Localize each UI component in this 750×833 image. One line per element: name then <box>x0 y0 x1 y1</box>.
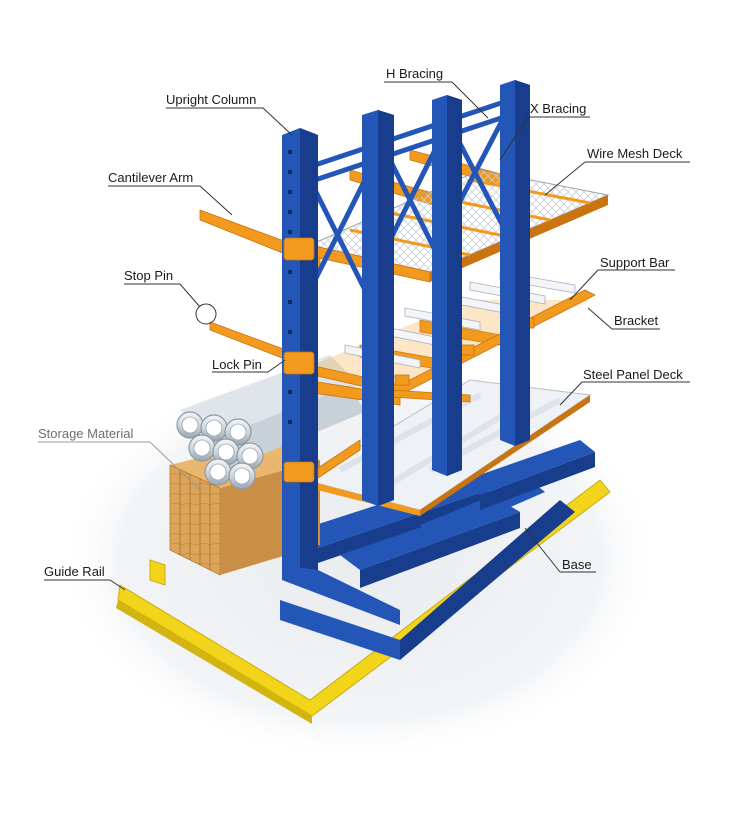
label-wire-mesh-deck: Wire Mesh Deck <box>587 146 683 161</box>
leader-lines <box>38 81 690 591</box>
label-stop-pin: Stop Pin <box>124 268 174 283</box>
label-steel-panel-deck: Steel Panel Deck <box>583 367 683 382</box>
stop-pin-highlight <box>195 303 217 325</box>
label-support-bar: Support Bar <box>600 255 670 270</box>
label-upright-column: Upright Column <box>166 92 257 107</box>
base-beams <box>280 440 595 660</box>
front-lower-arm <box>317 439 361 479</box>
label-base: Base <box>562 557 592 572</box>
label-h-bracing: H Bracing <box>386 66 444 81</box>
label-lock-pin: Lock Pin <box>212 357 262 372</box>
label-x-bracing: X Bracing <box>530 101 587 116</box>
label-cantilever-arm: Cantilever Arm <box>108 170 194 185</box>
label-guide-rail: Guide Rail <box>44 564 105 579</box>
label-storage-material: Storage Material <box>38 426 134 441</box>
guide-rail <box>116 479 611 724</box>
label-bracket: Bracket <box>614 313 659 328</box>
lock-pins <box>283 237 315 483</box>
